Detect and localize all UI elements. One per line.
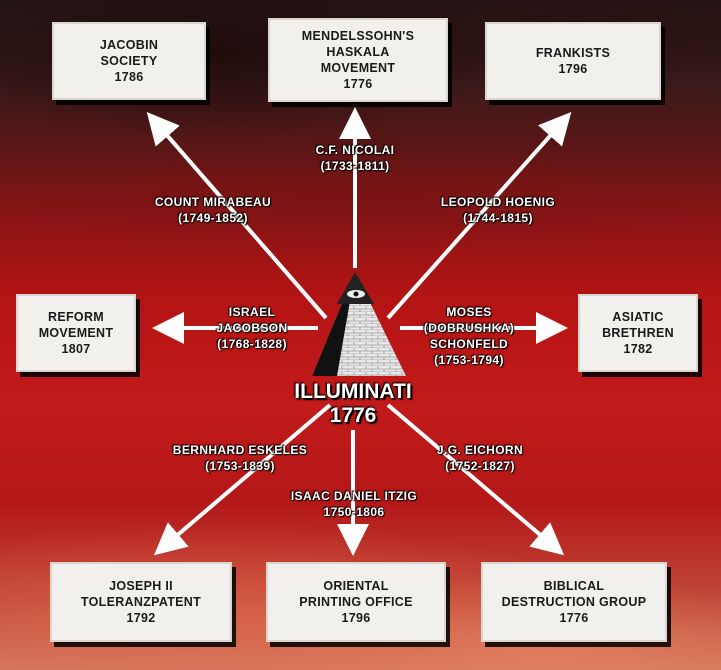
box-label: REFORM (48, 310, 104, 324)
person-years: (1752-1827) (445, 459, 515, 473)
label-mirabeau: COUNT MIRABEAU (1749-1852) (138, 194, 288, 226)
box-label: MENDELSSOHN'S (301, 29, 415, 43)
box-year: 1792 (126, 611, 156, 625)
box-jacobin-society: JACOBIN SOCIETY 1786 (52, 22, 206, 100)
box-asiatic-brethren: ASIATIC BRETHREN 1782 (578, 294, 698, 372)
box-label: SOCIETY (100, 54, 158, 68)
box-biblical-destruction-group: BIBLICAL DESTRUCTION GROUP 1776 (481, 562, 667, 642)
box-haskala-movement: MENDELSSOHN'S HASKALA MOVEMENT 1776 (268, 18, 448, 102)
box-label: DESTRUCTION GROUP (501, 595, 647, 609)
label-itzig: ISAAC DANIEL ITZIG 1750-1806 (272, 488, 436, 520)
pyramid-eye-icon (312, 272, 406, 376)
person-name: ISAAC DANIEL ITZIG (290, 489, 418, 503)
person-name: ISRAEL (228, 305, 276, 319)
box-oriental-printing-office: ORIENTAL PRINTING OFFICE 1796 (266, 562, 446, 642)
box-label: JOSEPH II (109, 579, 173, 593)
center-title: ILLUMINATI 1776 (258, 380, 448, 428)
label-eichorn: J.G. EICHORN (1752-1827) (410, 442, 550, 474)
box-frankists: FRANKISTS 1796 (485, 22, 661, 100)
center-name: ILLUMINATI (294, 380, 412, 403)
center-year: 1776 (329, 404, 377, 427)
person-years: (1749-1852) (178, 211, 248, 225)
person-years: (1753-1839) (205, 459, 275, 473)
arrow-to-frankists (386, 112, 572, 320)
person-name: MOSES (446, 305, 492, 319)
box-year: 1796 (558, 62, 588, 76)
label-nicolai: C.F. NICOLAI (1733-1811) (300, 142, 410, 174)
box-year: 1786 (114, 70, 144, 84)
person-name: (DOBRUSHKA) (423, 321, 515, 335)
person-years: (1753-1794) (434, 353, 504, 367)
person-years: 1750-1806 (323, 505, 385, 519)
arrow-to-joseph (153, 403, 332, 556)
person-years: (1733-1811) (320, 159, 390, 173)
box-label: FRANKISTS (535, 46, 611, 60)
label-jacobson: ISRAEL JACOBSON (1768-1828) (200, 304, 304, 352)
box-year: 1807 (61, 342, 91, 356)
box-year: 1782 (623, 342, 653, 356)
person-name: COUNT MIRABEAU (154, 195, 272, 209)
box-year: 1776 (559, 611, 589, 625)
box-label: BIBLICAL (543, 579, 605, 593)
arrow-to-jacobin (146, 111, 328, 320)
label-hoenig: LEOPOLD HOENIG (1744-1815) (418, 194, 578, 226)
box-label: ORIENTAL (323, 579, 389, 593)
box-label: HASKALA (326, 45, 390, 59)
box-label: TOLERANZPATENT (80, 595, 202, 609)
box-label: JACOBIN (99, 38, 159, 52)
person-name: LEOPOLD HOENIG (440, 195, 556, 209)
box-label: ASIATIC (612, 310, 664, 324)
box-label: PRINTING OFFICE (299, 595, 413, 609)
person-name: BERNHARD ESKELES (172, 443, 308, 457)
person-name: J.G. EICHORN (436, 443, 524, 457)
box-joseph-toleranzpatent: JOSEPH II TOLERANZPATENT 1792 (50, 562, 232, 642)
box-label: MOVEMENT (38, 326, 114, 340)
box-label: BRETHREN (602, 326, 674, 340)
box-reform-movement: REFORM MOVEMENT 1807 (16, 294, 136, 372)
box-year: 1796 (341, 611, 371, 625)
box-year: 1776 (343, 77, 373, 91)
person-years: (1744-1815) (463, 211, 533, 225)
person-name: SCHONFELD (429, 337, 509, 351)
box-label: MOVEMENT (320, 61, 396, 75)
arrow-to-biblical (386, 403, 565, 556)
person-name: JACOBSON (216, 321, 288, 335)
label-schonfeld: MOSES (DOBRUSHKA) SCHONFELD (1753-1794) (404, 304, 534, 368)
person-years: (1768-1828) (217, 337, 287, 351)
label-eskeles: BERNHARD ESKELES (1753-1839) (150, 442, 330, 474)
person-name: C.F. NICOLAI (315, 143, 395, 157)
